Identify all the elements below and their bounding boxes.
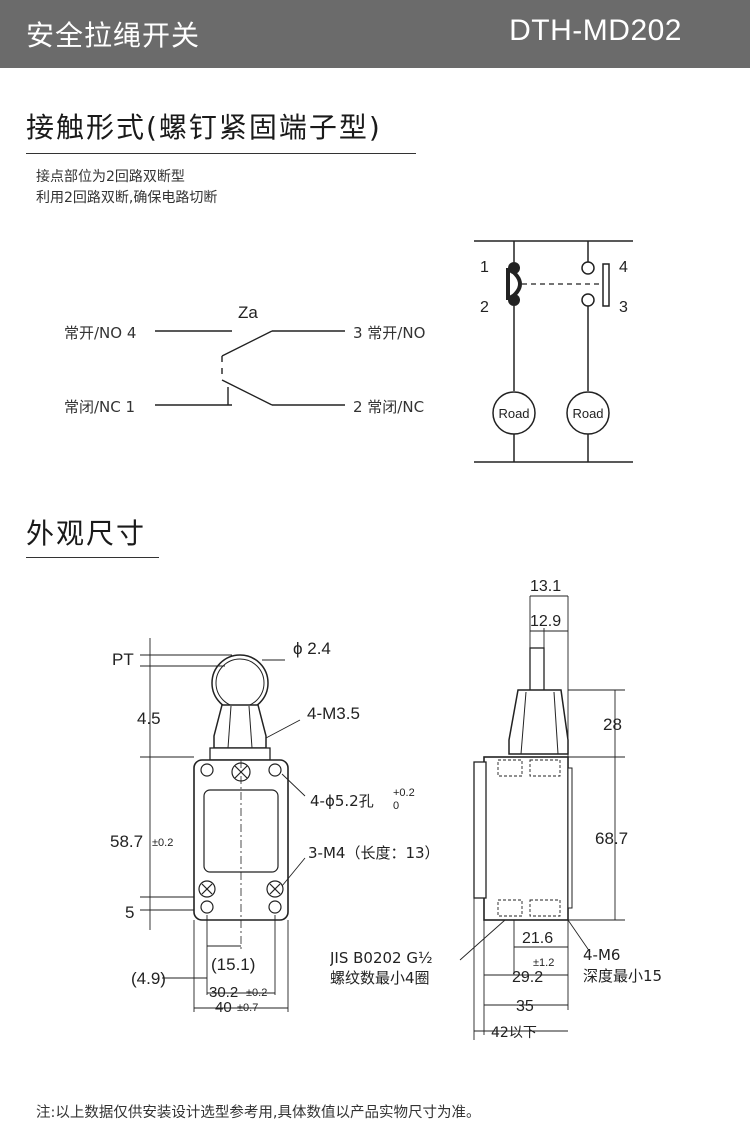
dim-12: ±1.2 xyxy=(533,957,554,969)
side-view-drawing: 13.1 12.9 28 68.7 21.6 ±1.2 29.2 35 42以下… xyxy=(330,578,662,1041)
dim-30-2: 30.2 xyxy=(209,984,238,1001)
label-no4: 常开/NO 4 xyxy=(64,324,137,342)
dim-phi: ϕ 2.4 xyxy=(293,639,331,658)
pull-ring-icon xyxy=(211,654,269,712)
label-m6: 4-M6 xyxy=(583,946,620,964)
dim-hole-tol-up: +0.2 xyxy=(393,787,415,799)
dim-m4: 3-M4（长度：13） xyxy=(308,844,430,862)
label-m6-depth: 深度最小15 xyxy=(583,967,662,985)
label-nc1: 常闭/NC 1 xyxy=(64,398,136,416)
dim-29-2: 29.2 xyxy=(512,969,543,986)
header-bar: 安全拉绳开关 DTH-MD202 xyxy=(0,0,750,68)
dim-58-7: 58.7 xyxy=(110,832,143,851)
terminal-3: 3 xyxy=(619,299,628,316)
dim-m35: 4-M3.5 xyxy=(307,704,360,723)
dim-pt: PT xyxy=(112,650,134,669)
contact-schematic: Za xyxy=(155,303,345,406)
dimension-section-title: 外观尺寸 xyxy=(26,517,147,550)
dim-12-9: 12.9 xyxy=(530,613,561,630)
contact-desc-2: 利用2回路双断,确保电路切断 xyxy=(36,190,218,206)
dim-4-9: (4.9) xyxy=(131,969,166,988)
dim-58-7-tol: ±0.2 xyxy=(152,837,173,849)
label-no3: 3 常开/NO xyxy=(353,324,426,342)
dim-42: 42以下 xyxy=(491,1025,537,1041)
dim-40-tol: ±0.7 xyxy=(237,1002,258,1014)
dim-5: 5 xyxy=(125,903,134,922)
dimension-section-rule xyxy=(26,557,159,558)
dim-4-5: 4.5 xyxy=(137,709,161,728)
label-za: Za xyxy=(238,303,258,322)
dim-35: 35 xyxy=(516,998,534,1015)
dim-hole-tol-dn: 0 xyxy=(393,800,399,812)
header-model: DTH-MD202 xyxy=(509,14,682,47)
dim-40: 40 xyxy=(215,999,232,1016)
load-right-label: Road xyxy=(572,406,603,421)
contact-section-title: 接触形式(螺钉紧固端子型) xyxy=(26,111,382,144)
label-thread: 螺纹数最小4圈 xyxy=(330,969,430,987)
dim-68-7: 68.7 xyxy=(595,829,628,848)
dim-28: 28 xyxy=(603,715,622,734)
dim-13-1: 13.1 xyxy=(530,578,561,595)
dim-hole: 4-ϕ5.2孔 xyxy=(310,792,374,810)
terminal-4: 4 xyxy=(619,259,628,276)
contact-section-rule xyxy=(26,153,416,154)
terminal-2: 2 xyxy=(480,299,489,316)
label-jis: JIS B0202 G½ xyxy=(330,949,433,967)
dim-15-1: (15.1) xyxy=(211,955,255,974)
load-left-label: Road xyxy=(498,406,529,421)
label-nc2: 2 常闭/NC xyxy=(353,398,425,416)
circuit-diagram: 1 2 4 3 Road Road xyxy=(474,240,633,463)
dim-30-2-tol: ±0.2 xyxy=(246,987,267,999)
terminal-1: 1 xyxy=(480,259,489,276)
footnote: 注:以上数据仅供安装设计选型参考用,具体数值以产品实物尺寸为准。 xyxy=(36,1105,481,1121)
header-title: 安全拉绳开关 xyxy=(26,19,201,52)
front-view-drawing: PT ϕ 2.4 4.5 4-M3.5 4-ϕ5.2孔 +0.2 0 58.7 … xyxy=(110,638,430,1016)
dim-21-6: 21.6 xyxy=(522,930,553,947)
contact-desc-1: 接点部位为2回路双断型 xyxy=(36,169,185,185)
